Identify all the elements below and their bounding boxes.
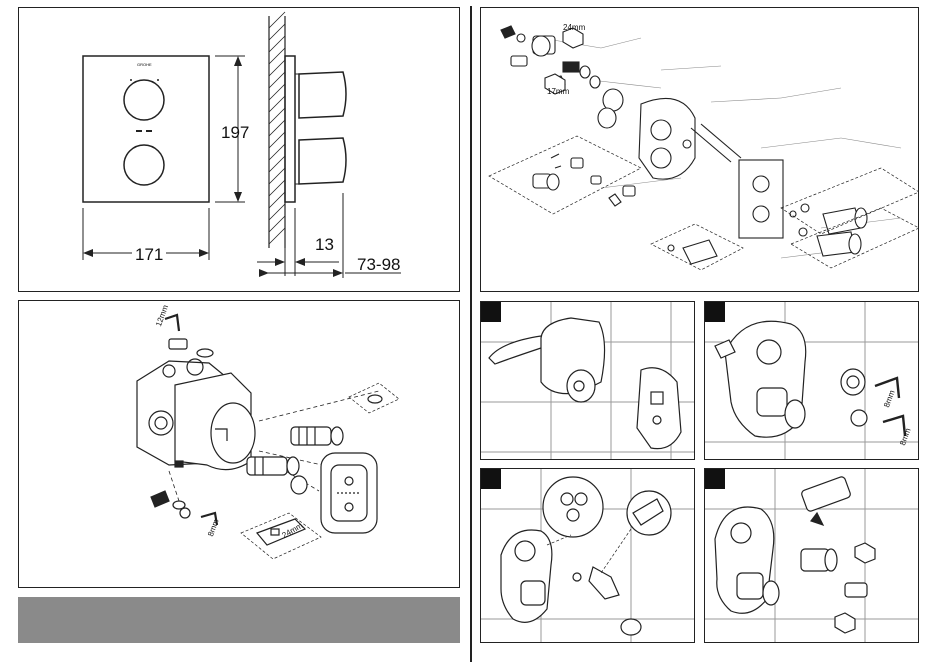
step-marker-a [481, 302, 501, 322]
back-plate [639, 98, 695, 179]
tool-label-b: 17mm [547, 88, 569, 96]
upper-knob [124, 80, 164, 120]
rough-in-exploded-panel: 12mm 8mm 24mm [18, 300, 460, 588]
cover-plate [739, 160, 783, 238]
lower-knob [124, 145, 164, 185]
thermostat-cartridge [291, 427, 343, 445]
wall-hatch [269, 12, 285, 248]
step-marker-b [705, 302, 725, 322]
page-divider [470, 6, 472, 662]
hex-nut-d2 [835, 613, 855, 633]
dimension-drawing-panel: GROHE [18, 7, 460, 292]
hex-nut-d1 [855, 543, 875, 563]
depth-range-dimension: 73-98 [357, 256, 400, 273]
brand-mark: GROHE [137, 62, 152, 67]
rough-in-exploded-view [19, 301, 460, 588]
hex-key-top [165, 315, 179, 331]
step-panel-d [704, 468, 919, 643]
footer-band [18, 597, 460, 643]
step-panel-a [480, 301, 695, 460]
step-panel-c [480, 468, 695, 643]
step-marker-c [481, 469, 501, 489]
grease-tube [801, 476, 852, 512]
parts-exploded-panel: 24mm 17mm [480, 7, 919, 292]
dimension-drawing: GROHE [19, 8, 460, 292]
depth-min-dimension: 13 [315, 236, 334, 253]
template-a [637, 368, 681, 449]
upper-handle-profile [299, 72, 346, 118]
faceplate-outline [83, 56, 209, 202]
parts-exploded-view [481, 8, 919, 292]
tool-label-a: 24mm [563, 24, 585, 32]
plate-profile [285, 56, 295, 202]
height-dimension: 197 [221, 124, 249, 141]
detail-circle [543, 477, 603, 537]
lower-handle-profile [299, 138, 346, 184]
step-panel-b: 8mm 8mm [704, 301, 919, 460]
width-dimension: 171 [132, 246, 166, 263]
diverter-cartridge [247, 457, 307, 494]
step-marker-d [705, 469, 725, 489]
